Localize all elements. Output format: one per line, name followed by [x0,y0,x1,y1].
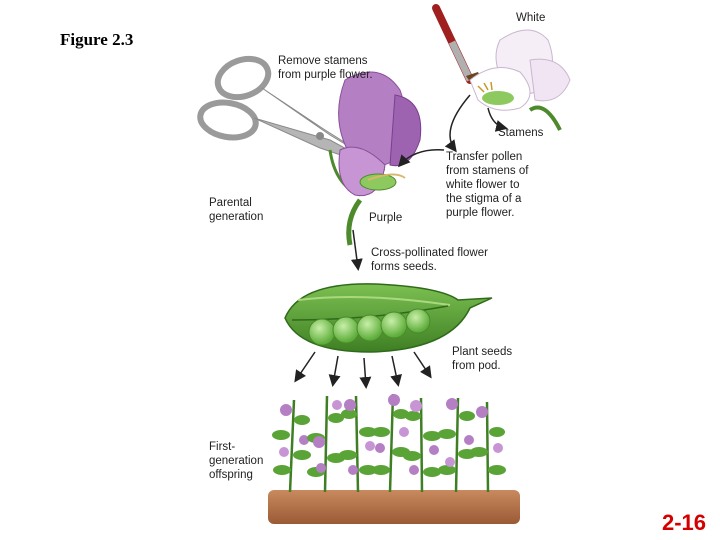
white-flower-icon [470,30,570,130]
label-parental-generation: Parental generation [209,196,263,224]
label-stamens: Stamens [498,126,543,140]
soil-strip [268,490,520,524]
pea-plant-icon [470,402,506,492]
pea-plant-icon [272,400,311,492]
pea-plant-icon [307,396,345,492]
page-number: 2-16 [662,510,706,536]
pea-plant-icon [372,394,410,492]
label-cross-pollinated: Cross-pollinated flower forms seeds. [371,246,488,274]
pea-plant-icon [403,398,441,492]
label-white: White [516,11,545,25]
pea-plant-icon [339,396,377,492]
label-plant-seeds: Plant seeds from pod. [452,345,512,373]
label-remove-stamens: Remove stamens from purple flower. [278,54,373,82]
pea-plant-icon [438,398,476,492]
label-transfer-pollen: Transfer pollen from stamens of white fl… [446,150,528,220]
label-purple: Purple [369,211,402,225]
label-first-generation: First- generation offspring [209,440,263,482]
pea-pod-icon [285,284,492,352]
pea-plant-row [272,394,506,492]
